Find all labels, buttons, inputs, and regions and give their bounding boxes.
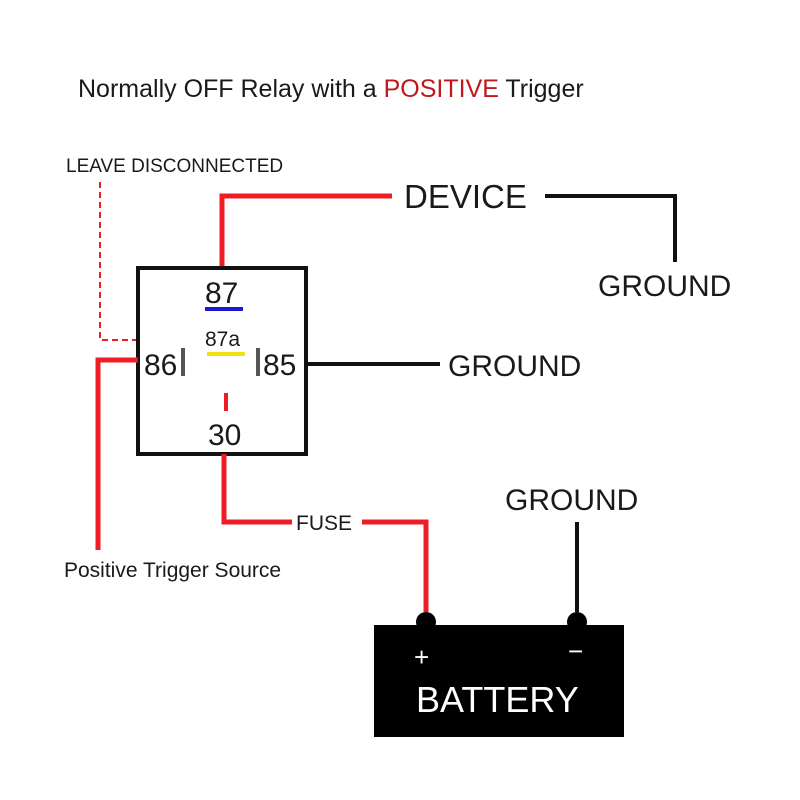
- pin-30-marker: [224, 393, 228, 411]
- pin-86-label: 86: [144, 349, 177, 382]
- pin-30-label: 30: [208, 419, 241, 452]
- diagram-title: Normally OFF Relay with a POSITIVE Trigg…: [78, 75, 584, 103]
- pin-85-label: 85: [263, 349, 296, 382]
- title-highlight: POSITIVE: [384, 75, 499, 103]
- pin-87-marker: [205, 307, 243, 311]
- device-label: DEVICE: [404, 178, 527, 215]
- pin-87a-marker: [207, 352, 245, 356]
- pin-87a-label: 87a: [205, 328, 240, 351]
- pin-85-ground-label: GROUND: [448, 350, 581, 383]
- wire-86-to-trigger: [95, 357, 138, 550]
- fuse-label: FUSE: [296, 512, 352, 535]
- pin-87-label: 87: [205, 277, 238, 310]
- battery-minus-label: −: [568, 636, 583, 666]
- wire-device-to-ground: [545, 194, 677, 262]
- battery-ground-label: GROUND: [505, 484, 638, 517]
- pin-85-marker: [256, 348, 260, 376]
- battery-plus-label: +: [414, 642, 429, 672]
- pin-86-marker: [181, 348, 185, 376]
- wire-87-to-device: [219, 193, 392, 268]
- title-suffix: Trigger: [499, 75, 584, 103]
- battery-label: BATTERY: [416, 679, 579, 720]
- leave-disconnected-label: LEAVE DISCONNECTED: [66, 156, 283, 177]
- wire-87a-dashed: [99, 182, 205, 341]
- wire-30-to-fuse: [221, 454, 292, 525]
- device-ground-label: GROUND: [598, 270, 731, 303]
- battery-body: [374, 625, 624, 737]
- title-prefix: Normally OFF Relay with a: [78, 75, 384, 103]
- wire-fuse-to-battery: [362, 519, 429, 612]
- positive-trigger-source-label: Positive Trigger Source: [64, 559, 281, 582]
